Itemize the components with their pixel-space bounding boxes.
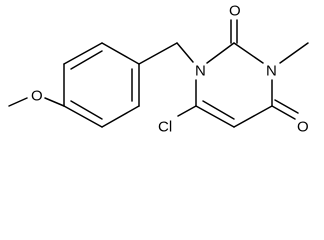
bond-c5-c6 [195,105,235,128]
bond-c4-o-double [274,99,299,114]
bond-c4-o [271,105,296,120]
bond-n1-c2 [206,42,235,64]
benzene-bond-4 [101,42,140,65]
bond-ch2-n1 [176,42,194,63]
benzene-bond-2 [101,105,140,128]
bond-c6-cl [177,105,197,117]
bond-c5-c6-double [202,100,235,120]
atom-n3: N [266,63,277,80]
atom-n1: N [195,63,206,80]
atom-methoxy-oxygen: O [31,88,43,105]
bond-o-aryl [44,97,65,107]
benzene-bond-5 [63,42,103,65]
atom-oxygen-c2: O [229,3,241,20]
benzene-double-3 [70,50,103,70]
bond-aryl-ch2 [138,42,178,65]
bond-c2-n3 [233,42,264,64]
bond-n3-methyl [279,42,309,64]
bond-methyl-o [8,97,28,107]
atom-chlorine: Cl [158,119,172,136]
atom-oxygen-c4: O [297,119,309,136]
chemical-structure: O N N O O Cl [8,3,309,136]
bond-c4-c5 [233,105,273,128]
benzene-double-1 [70,100,103,120]
benzene-bond-1 [63,105,103,128]
